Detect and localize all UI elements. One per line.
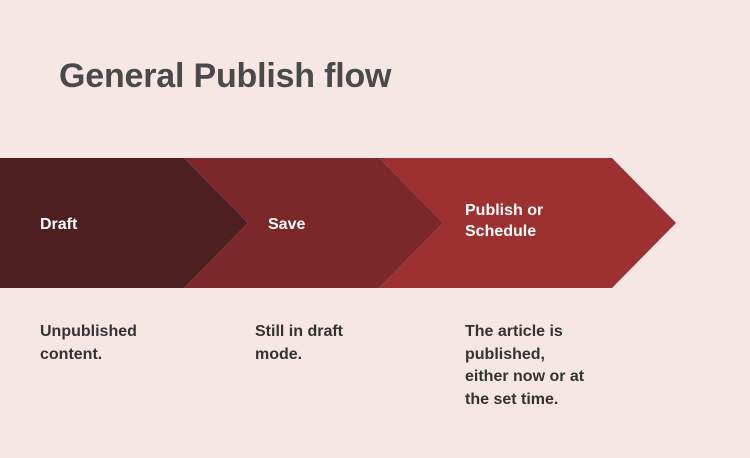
chevron-label-step-2: Save: [268, 216, 306, 233]
chevron-shape-step-3: [379, 158, 676, 288]
chevron-shapes: [0, 158, 676, 288]
page-title: General Publish flow: [59, 57, 392, 95]
chevron-label-step-1: Draft: [40, 216, 78, 233]
description-step-3: The article is published, either now or …: [465, 323, 585, 409]
chevron-shape-step-1: [0, 158, 248, 288]
chevron-shape-step-2: [184, 158, 443, 288]
description-step-2: Still in draft mode.: [255, 323, 343, 363]
process-flow-chevrons: [0, 158, 750, 288]
description-step-1: Unpublished content.: [40, 323, 137, 363]
chevron-label-step-3: Publish or Schedule: [465, 202, 544, 241]
